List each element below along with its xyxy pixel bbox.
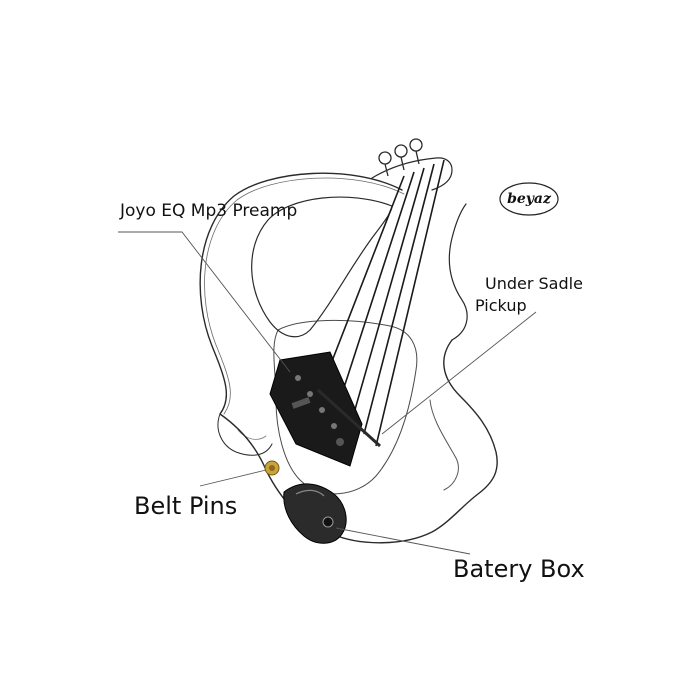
leader-lines [118,231,537,555]
belt-pin [264,460,280,476]
strings [319,159,445,447]
tuning-pegs [378,138,423,177]
label-battery-box: Batery Box [453,555,585,583]
bridge [316,388,382,448]
battery-box [283,483,347,544]
label-preamp: Joyo EQ Mp3 Preamp [120,201,298,221]
preamp-panel [269,351,363,467]
beyaz-logo: beyaz [499,182,559,216]
label-pickup-line2: Pickup [475,296,527,315]
logo-text: beyaz [507,191,552,207]
label-pickup-line1: Under Sadle [485,274,583,293]
label-belt-pins: Belt Pins [134,492,238,520]
